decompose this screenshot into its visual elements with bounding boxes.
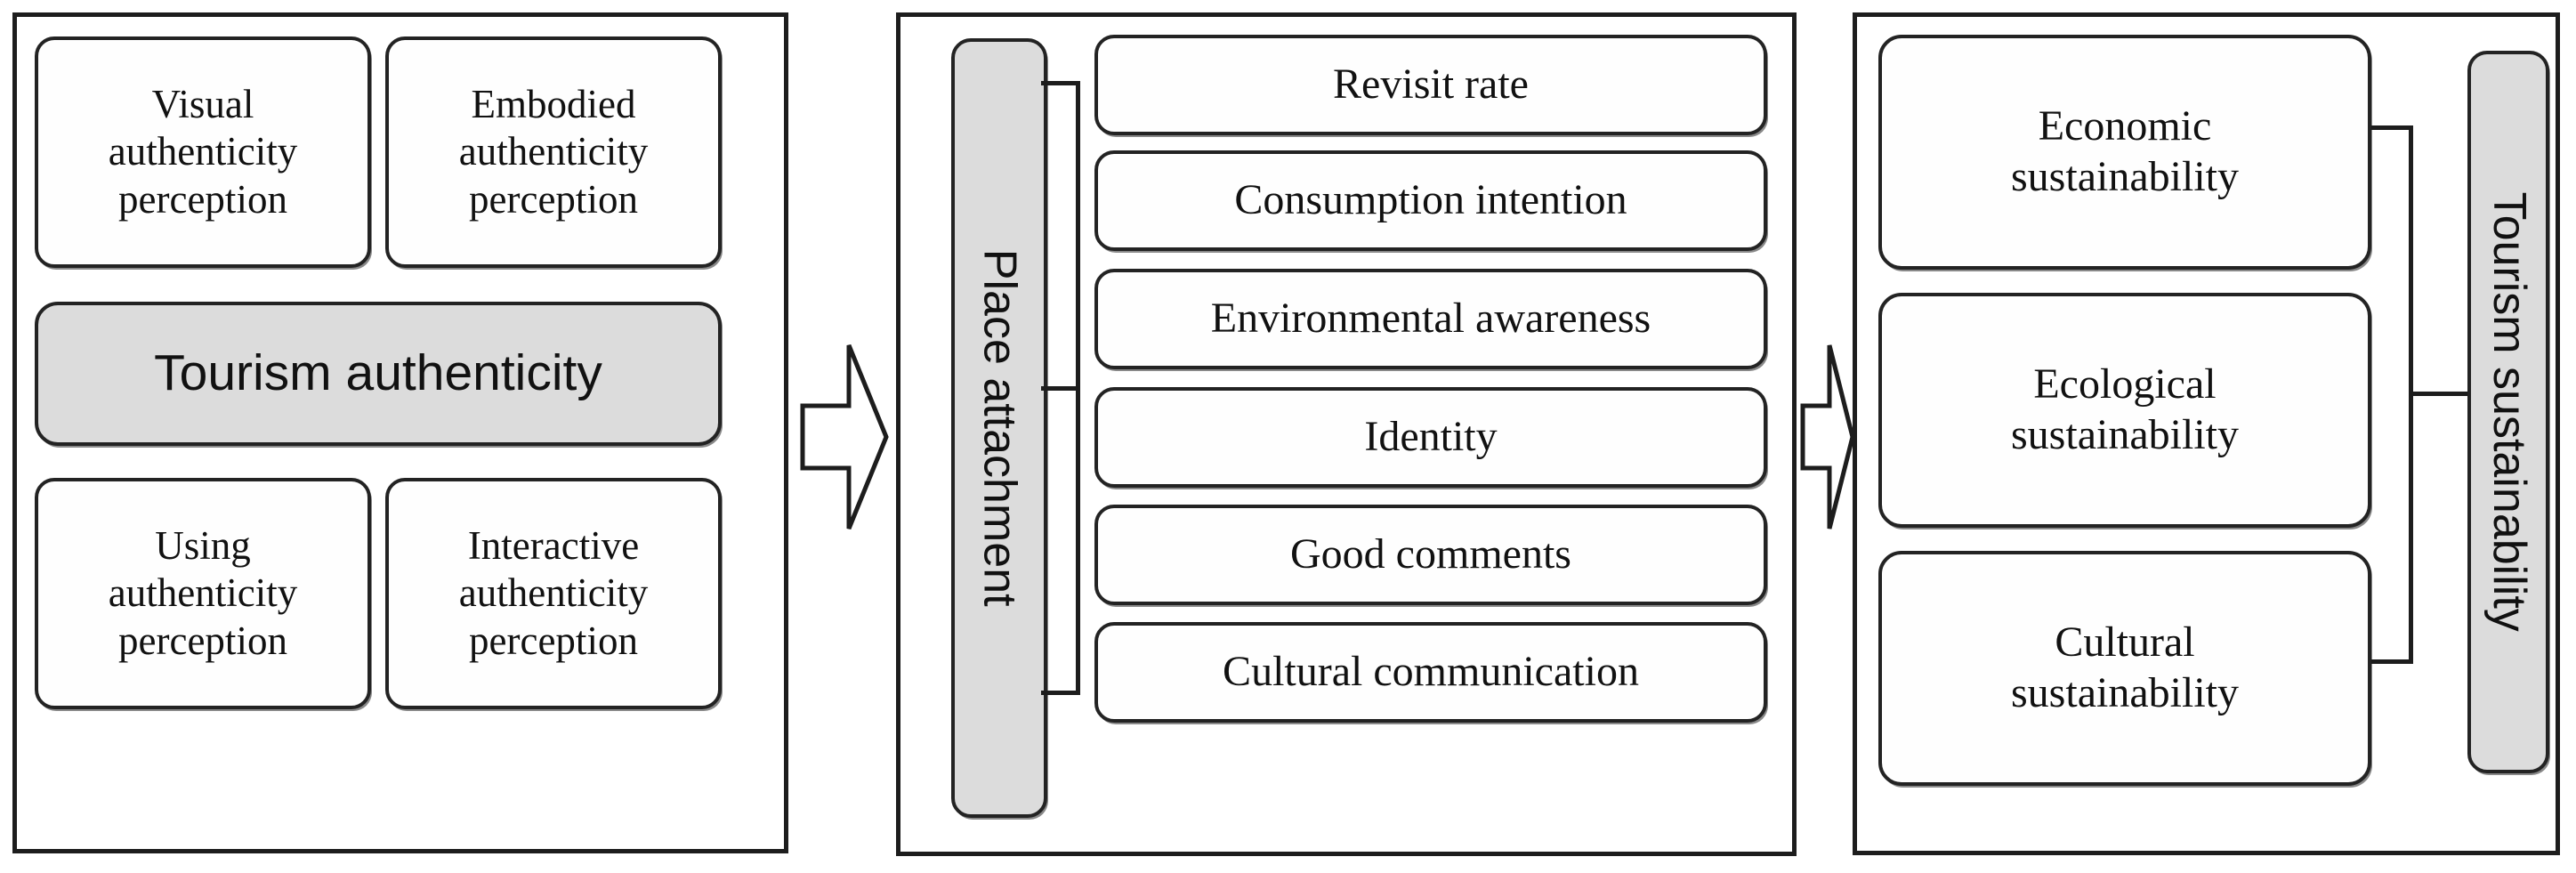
arrow-right-icon-2 — [1797, 336, 1858, 538]
node-cultural-sustainability[interactable]: Cultural sustainability — [1878, 551, 2371, 786]
node-place-attachment-label: Place attachment — [973, 249, 1026, 607]
node-place-attachment[interactable]: Place attachment — [951, 38, 1047, 818]
node-good-comments[interactable]: Good comments — [1094, 505, 1767, 605]
node-embodied-authenticity-perception[interactable]: Embodied authenticity perception — [385, 36, 722, 268]
node-consumption-intention[interactable]: Consumption intention — [1094, 150, 1767, 251]
node-revisit-rate[interactable]: Revisit rate — [1094, 35, 1767, 135]
panel-tourism-authenticity: Visual authenticity perception Embodied … — [12, 12, 788, 853]
bracket-trunk — [1041, 386, 1080, 391]
node-identity[interactable]: Identity — [1094, 387, 1767, 488]
node-economic-sustainability[interactable]: Economic sustainability — [1878, 35, 2371, 270]
node-tourism-sustainability[interactable]: Tourism sustainability — [2467, 51, 2549, 773]
panel-place-attachment: Place attachment Revisit rate Consumptio… — [896, 12, 1797, 856]
node-tourism-sustainability-label: Tourism sustainability — [2483, 191, 2535, 633]
panel-tourism-sustainability: Economic sustainability Ecological susta… — [1853, 12, 2560, 855]
node-interactive-authenticity-perception[interactable]: Interactive authenticity perception — [385, 478, 722, 709]
bracket-stub-bottom — [1041, 691, 1080, 695]
arrow-right-icon-1 — [797, 336, 892, 538]
bracket-trunk-right — [2409, 392, 2471, 396]
node-environmental-awareness[interactable]: Environmental awareness — [1094, 269, 1767, 369]
node-using-authenticity-perception[interactable]: Using authenticity perception — [35, 478, 371, 709]
node-tourism-authenticity[interactable]: Tourism authenticity — [35, 302, 722, 446]
node-cultural-communication[interactable]: Cultural communication — [1094, 622, 1767, 723]
bracket-stub-top — [1041, 81, 1080, 85]
bracket-stub-bottom-right — [2371, 659, 2413, 664]
node-ecological-sustainability[interactable]: Ecological sustainability — [1878, 293, 2371, 528]
node-visual-authenticity-perception[interactable]: Visual authenticity perception — [35, 36, 371, 268]
bracket-stub-top-right — [2371, 125, 2413, 130]
